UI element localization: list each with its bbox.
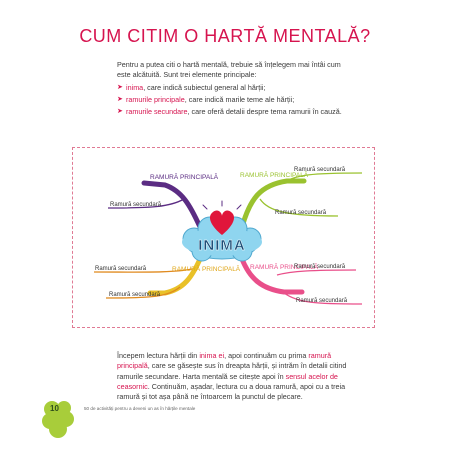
arrow-bullet-icon: ➤ — [117, 96, 123, 103]
branch-upper-right — [239, 178, 307, 230]
reading-paragraph: Începem lectura hărții din inima ei, apo… — [117, 351, 363, 402]
branch-lower-left — [147, 256, 203, 296]
mind-map-frame — [72, 147, 375, 328]
arrow-bullet-icon: ➤ — [117, 108, 123, 115]
list-item: ➤ ramurile principale, care indică maril… — [117, 94, 357, 106]
text-run: . Continuăm, așadar, lectura cu a doua r… — [117, 381, 346, 402]
highlight: sensul acelor de ceasornic — [117, 371, 338, 391]
main-branch-label-lower-right: RAMURĂ PRINCIPALĂ — [250, 262, 319, 271]
footer-text: 50 de activități pentru a deveni un as î… — [84, 406, 196, 411]
intro-paragraph: Pentru a putea citi o hartă mentală, tre… — [117, 60, 341, 79]
list-item: ➤ ramurile secundare, care oferă detalii… — [117, 106, 357, 118]
list-item: ➤ inima, care indică subiectul general a… — [117, 82, 357, 94]
branch-lower-right — [239, 256, 305, 295]
branch-upper-left — [141, 180, 203, 230]
term-description: , care oferă detalii despre tema ramurii… — [187, 107, 342, 116]
secondary-label: Ramură secundară — [109, 292, 161, 298]
highlight: inima ei — [199, 351, 225, 360]
term: ramurile principale — [126, 95, 185, 104]
highlight: ramură principală — [117, 351, 332, 371]
secondary-label: Ramură secundară — [294, 264, 346, 270]
arrow-bullet-icon: ➤ — [117, 84, 123, 91]
secondary-branch-lower-left-2 — [105, 286, 181, 299]
main-branch-label-upper-right: RAMURĂ PRINCIPALĂ — [240, 170, 309, 179]
secondary-label: Ramură secundară — [110, 202, 162, 208]
secondary-label: Ramură secundară — [294, 167, 346, 173]
main-branch-label-lower-left: RAMURĂ PRINCIPALĂ — [172, 264, 241, 273]
secondary-branch-lower-right-2 — [283, 292, 363, 305]
secondary-label: Ramură secundară — [275, 210, 327, 216]
text-run: , apoi continuăm cu prima — [224, 351, 309, 360]
secondary-branch-upper-right-2 — [259, 198, 339, 217]
term: ramurile secundare — [126, 107, 188, 116]
term-description: , care indică subiectul general al hărți… — [143, 83, 266, 92]
secondary-branch-upper-right-1 — [283, 172, 363, 183]
secondary-branch-lower-left-1 — [93, 268, 193, 273]
secondary-label: Ramură secundară — [95, 266, 147, 272]
page-title: CUM CITIM O HARTĂ MENTALĂ? — [79, 26, 371, 46]
text-run: , care se găsește sus în dreapta hărții,… — [117, 361, 347, 381]
main-branch-label-upper-left: RAMURĂ PRINCIPALĂ — [150, 172, 219, 181]
leaf-badge-icon — [42, 401, 74, 438]
secondary-branch-upper-left — [107, 198, 185, 209]
element-list: ➤ inima, care indică subiectul general a… — [117, 82, 357, 118]
term: inima — [126, 83, 144, 92]
heart-icon — [209, 210, 235, 235]
mind-map-diagram: INIMA RAMURĂ PRINCIPALĂ RAMURĂ PRINCIPAL… — [93, 167, 363, 305]
secondary-label: Ramură secundară — [296, 298, 348, 304]
term-description: , care indică marile teme ale hărții; — [184, 95, 295, 104]
secondary-branch-lower-right-1 — [276, 269, 357, 276]
text-run: Începem lectura hărții din — [117, 351, 200, 360]
sparkle-icon — [202, 200, 242, 210]
center-label: INIMA — [198, 237, 246, 254]
page-number: 10 — [50, 404, 59, 413]
